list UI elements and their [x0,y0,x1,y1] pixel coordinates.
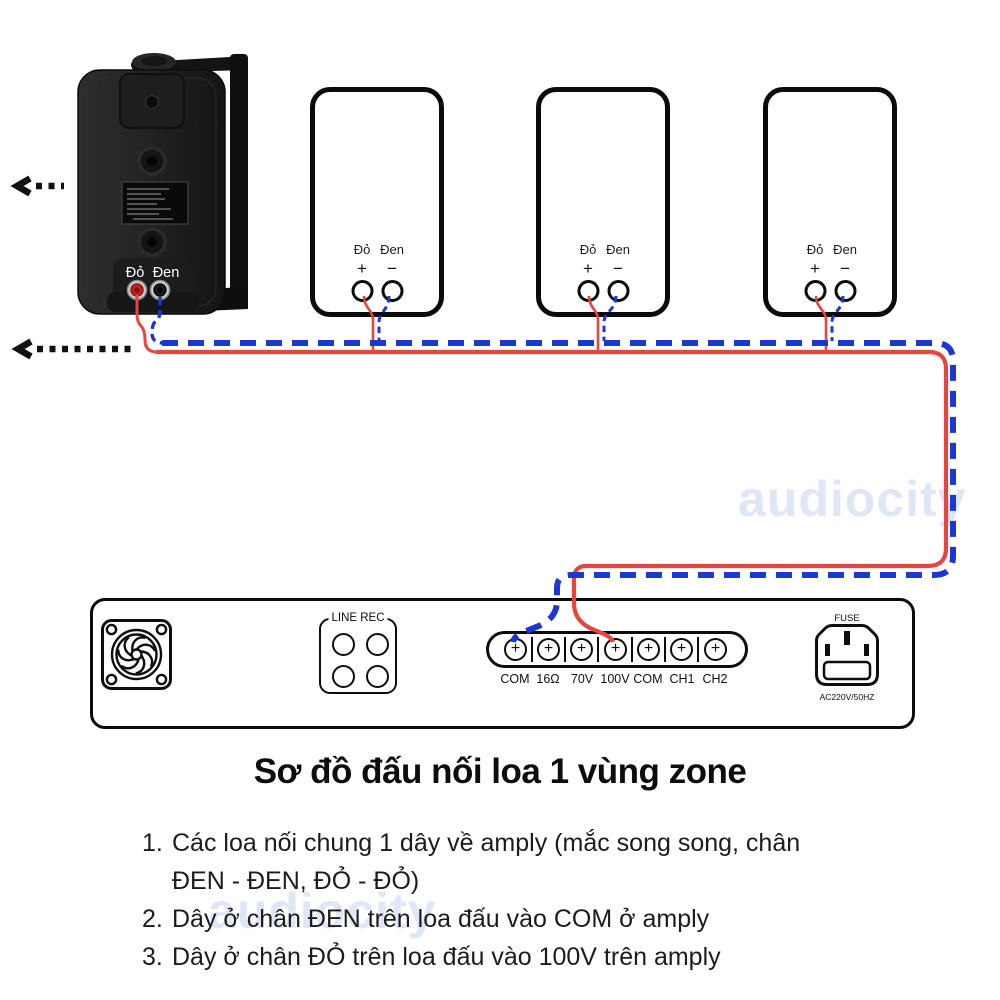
terminal-label-ch1: CH1 [669,672,695,686]
watermark-audiocity-bottom: audiocity [208,883,437,939]
left-arrow-top [10,175,32,197]
terminal-label-com2: COM [633,672,663,686]
instruction-text: Các loa nối chung 1 dây về amply (mắc so… [172,829,801,895]
diagram-title: Sơ đồ đấu nối loa 1 vùng zone [253,752,747,791]
minus-sign: − [613,259,623,278]
red-terminal-label: Đỏ [579,242,597,257]
plus-sign: + [583,259,593,278]
line-rec-jack [366,633,389,656]
line-rec-jack [332,665,355,688]
instruction-item-2: 2. Dây ở chân ĐEN trên loa đấu vào COM ở… [142,900,840,938]
terminal-ch1: + [670,637,693,661]
wall-speaker-photo: Đỏ Đen [77,53,248,315]
line-rec-ports: LINE REC [319,612,397,694]
minus-sign: − [387,259,397,278]
power-rating-label: AC220V/50HZ [819,692,875,702]
minus-terminal-circle [381,280,403,302]
speaker-1-terminals: Đỏ + Đen − [351,242,404,302]
terminal-label-16ohm: 16Ω [536,672,560,686]
line-rec-jack [332,633,355,656]
terminal-label-70v: 70V [570,672,594,686]
terminal-label-100v: 100V [600,672,630,686]
photo-red-terminal-label: Đỏ [126,265,145,281]
fuse-label: FUSE [834,613,860,624]
bracket-vertical [230,54,248,308]
instruction-number: 2. [142,905,163,933]
spec-label-plate [121,181,189,225]
instruction-text: Dây ở chân ĐỎ trên loa đấu vào 100V trên… [172,943,721,971]
red-terminal-label: Đỏ [353,242,371,257]
terminal-16ohm: + [537,637,560,661]
instruction-item-3: 3. Dây ở chân ĐỎ trên loa đấu vào 100V t… [142,938,840,976]
speaker-2-terminals: Đỏ + Đen − [577,242,630,302]
terminal-com-2: + [637,637,660,661]
black-terminal-label: Đen [833,242,857,257]
terminal-com-1: + [504,637,527,661]
instruction-item-1: 1. Các loa nối chung 1 dây về amply (mắc… [142,824,840,900]
terminal-label-com1: COM [500,672,530,686]
black-terminal-label: Đen [380,242,404,257]
amplifier-panel: LINE REC + + + + + + + COM 16Ω 70V 100V … [90,598,915,729]
line-rec-jack [366,665,389,688]
speaker-box-2: Đỏ + Đen − [536,87,670,317]
terminal-70v: + [570,637,593,661]
plus-sign: + [357,259,367,278]
terminal-100v: + [604,637,627,661]
plus-terminal-circle [804,280,826,302]
terminal-label-ch2: CH2 [702,672,728,686]
instruction-list: 1. Các loa nối chung 1 dây về amply (mắc… [142,824,840,976]
speaker-box-1: Đỏ + Đen − [310,87,444,317]
plus-terminal-circle [351,280,373,302]
photo-black-terminal-label: Đen [153,265,180,281]
minus-terminal-circle [607,280,629,302]
plus-sign: + [810,259,820,278]
instruction-number: 3. [142,943,163,971]
terminal-ch2: + [704,637,727,661]
minus-sign: − [840,259,850,278]
watermark-audiocity-top: audiocity [738,471,967,527]
instruction-number: 1. [142,829,163,857]
fan-icon [101,619,172,690]
plus-terminal-circle [577,280,599,302]
power-inlet-icon [815,624,879,686]
speaker-3-terminals: Đỏ + Đen − [804,242,857,302]
speaker-box-3: Đỏ + Đen − [763,87,897,317]
line-rec-label: LINE REC [328,612,388,624]
left-arrow-bottom [11,338,33,360]
output-terminal-strip: + + + + + + + [486,631,748,668]
red-terminal-label: Đỏ [806,242,824,257]
black-terminal-label: Đen [606,242,630,257]
instruction-text: Dây ở chân ĐEN trên loa đấu vào COM ở am… [172,905,710,933]
minus-terminal-circle [834,280,856,302]
power-inlet-module: FUSE AC220V/50HZ [803,613,891,702]
